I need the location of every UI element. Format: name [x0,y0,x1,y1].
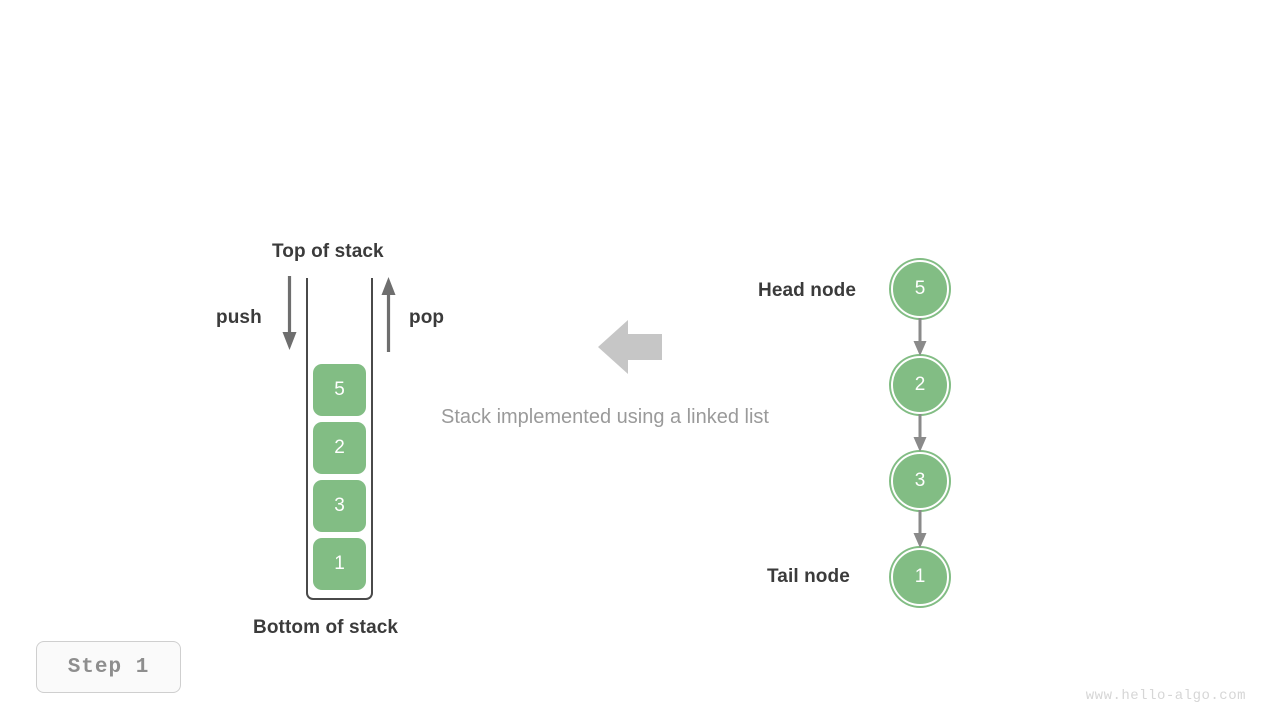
top-of-stack-label: Top of stack [272,241,384,262]
stack-cell: 2 [313,422,366,474]
head-node-label: Head node [758,280,857,301]
tail-node-label: Tail node [767,566,850,587]
bottom-of-stack-label: Bottom of stack [253,617,399,638]
stack-diagram: Top of stack push pop 5 2 3 1 Bottom of … [0,0,560,720]
push-arrow-down-icon [282,276,297,350]
pop-arrow-up-icon [381,277,396,352]
watermark-url: www.hello-algo.com [1085,688,1246,704]
push-label: push [216,307,262,328]
left-block-arrow-icon [598,320,662,374]
node-link-arrow-icon [913,318,927,356]
linked-list-diagram: Head node Tail node 5 2 3 1 [700,0,1280,720]
stack-cell: 1 [313,538,366,590]
caption-text: Stack implemented using a linked list [441,406,769,428]
linked-list-node: 5 [891,260,949,318]
node-link-arrow-icon [913,414,927,452]
stack-container [306,278,373,600]
step-badge[interactable]: Step 1 [36,641,181,693]
node-link-arrow-icon [913,510,927,548]
linked-list-node: 1 [891,548,949,606]
stack-cell: 5 [313,364,366,416]
stack-cell-list: 5 2 3 1 [313,364,366,590]
pop-label: pop [409,307,445,328]
stack-cell: 3 [313,480,366,532]
linked-list-node: 2 [891,356,949,414]
linked-list-node: 3 [891,452,949,510]
